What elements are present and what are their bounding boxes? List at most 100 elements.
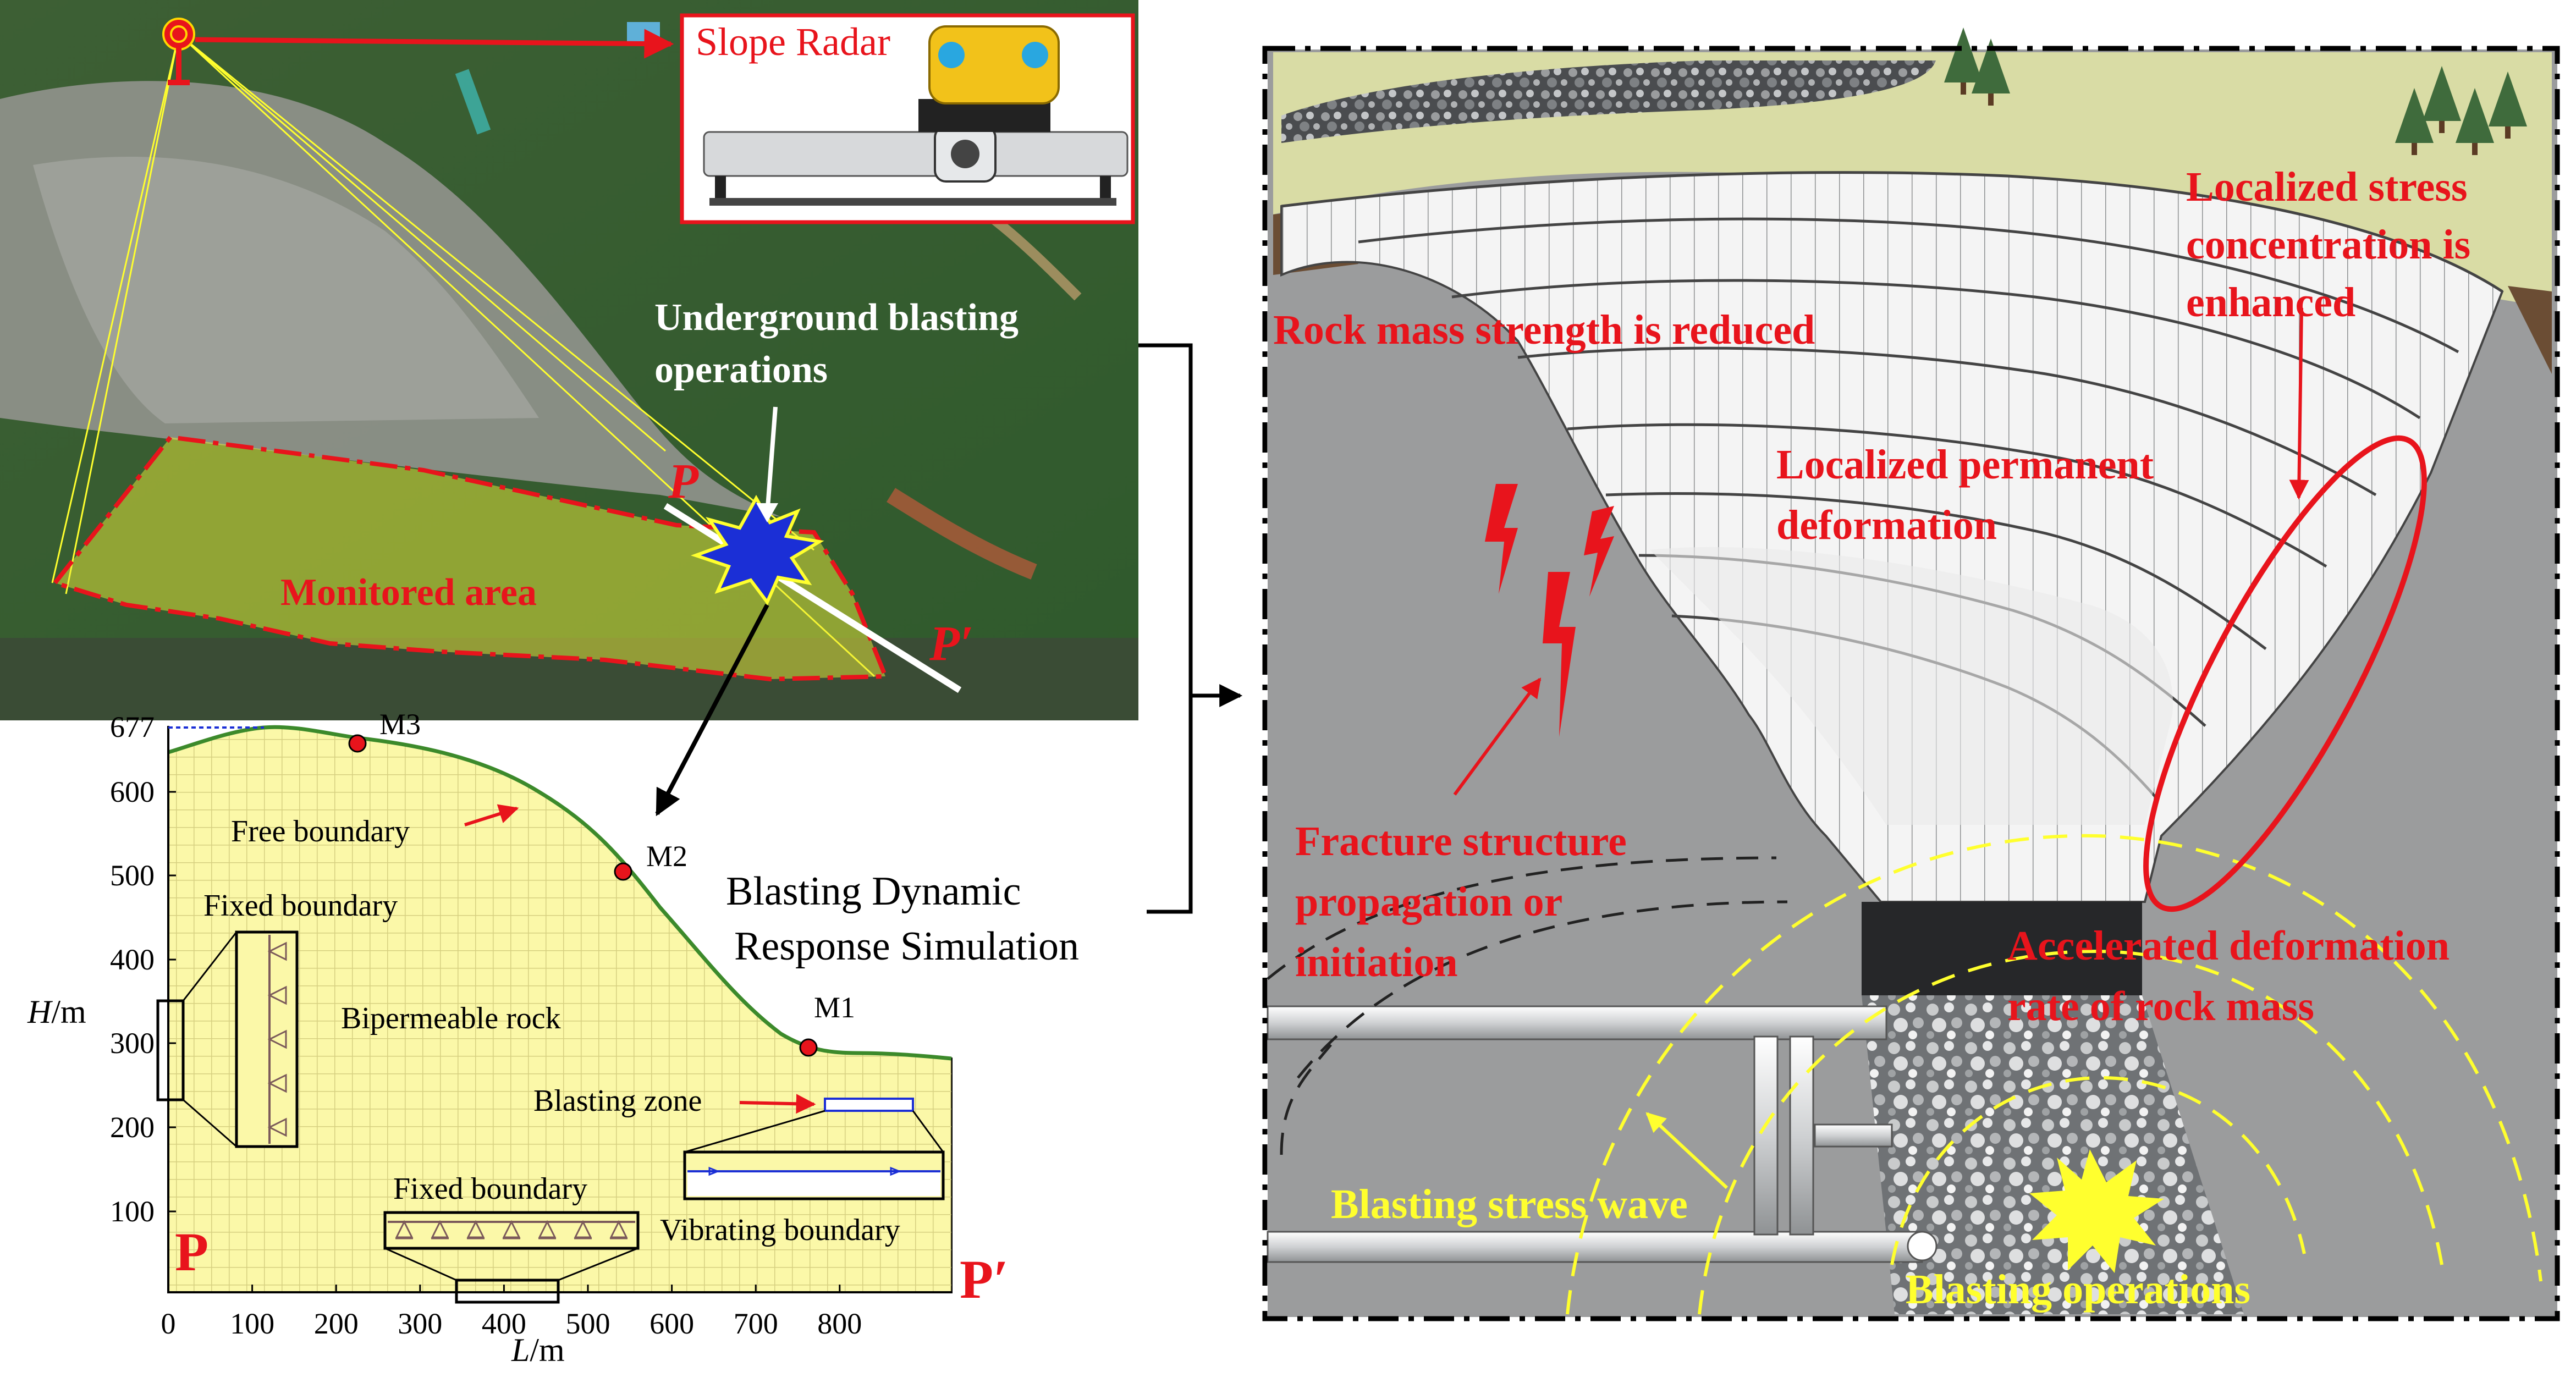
radar-device-icon (703, 25, 1129, 206)
radar-station-icon (162, 18, 195, 85)
support-symbol (502, 1220, 521, 1239)
blast-pointer (765, 406, 778, 515)
x-tick-label: 200 (314, 1307, 359, 1340)
bench-line (1451, 279, 2421, 420)
label-free-boundary: Free boundary (231, 814, 410, 848)
label-m2: M2 (646, 840, 687, 873)
bench-line (1281, 171, 2503, 293)
tree-icon (1944, 27, 1983, 82)
label-simulation-1: Blasting Dynamic (726, 869, 1021, 914)
x-tick-label: 500 (566, 1307, 610, 1340)
free-surface-line (168, 725, 952, 1061)
support-symbol (267, 1073, 287, 1093)
panel-frame (1262, 46, 2560, 1321)
label-slope-radar: Slope Radar (696, 20, 890, 64)
crack-icons (1485, 484, 1614, 737)
support-symbol (609, 1220, 628, 1239)
tree-icon (2423, 66, 2461, 121)
tree-icon (2456, 88, 2494, 143)
label-p-aerial: P (668, 454, 699, 509)
bench-line (1517, 346, 2377, 497)
y-tick-label: 500 (110, 859, 155, 892)
y-tick-label: 200 (110, 1111, 155, 1144)
x-tick-label: 800 (817, 1307, 862, 1340)
x-axis-label: L/m (511, 1332, 565, 1368)
x-tick-label: 600 (649, 1307, 694, 1340)
stress-concentration-ellipse (2143, 435, 2427, 912)
radar-arrow (195, 29, 674, 59)
numerical-model: 600 500 400 300 200 100 0 100 200 300 400 500 600 70… (27, 708, 1009, 1368)
label-stress-1: Localized stress (2186, 164, 2468, 210)
label-fracture-3: initiation (1295, 939, 1458, 985)
label-stress-3: enhanced (2186, 279, 2355, 326)
monitor-point-m1 (799, 1038, 818, 1057)
support-symbol (267, 1029, 287, 1049)
y-axis-ticks: 600 500 400 300 200 100 (110, 775, 176, 1228)
label-fracture-1: Fracture structure (1295, 818, 1627, 864)
tree-icons (1944, 27, 2527, 155)
y-tick-label: 300 (110, 1027, 155, 1060)
label-strength-reduced: Rock mass strength is reduced (1273, 307, 1815, 353)
tree-icon (2489, 71, 2527, 126)
support-symbol (431, 1220, 449, 1239)
x-tick-label: 400 (482, 1307, 526, 1340)
label-stress-2: concentration is (2186, 222, 2470, 268)
bottom-support-symbols (395, 1220, 628, 1239)
blast-star-icon (690, 494, 824, 605)
support-symbol (267, 985, 287, 1005)
mechanism-diagram: Localized stress concentration is enhanc… (1262, 27, 2560, 1321)
section-to-model-arrow (655, 604, 769, 817)
bracket-connector (1138, 343, 1243, 914)
support-symbol (538, 1220, 557, 1239)
support-symbol (574, 1220, 592, 1239)
label-m1: M1 (814, 991, 855, 1024)
label-p-prime-model: P′ (960, 1249, 1009, 1310)
monitor-point-m3 (348, 734, 367, 753)
aerial-photo: Underground blasting operations Monitore… (0, 0, 1138, 720)
left-support-symbols (267, 941, 287, 1137)
tree-icon (1972, 38, 2010, 93)
x-tick-label: 700 (734, 1307, 778, 1340)
tick-top-elevation: 677 (110, 710, 155, 743)
label-fixed-boundary-left: Fixed boundary (203, 889, 398, 923)
label-blasting-operations: Blasting operations (1906, 1266, 2250, 1313)
x-tick-label: 0 (161, 1307, 176, 1340)
y-tick-label: 100 (110, 1195, 155, 1228)
monitor-point-m2 (614, 862, 632, 881)
y-tick-label: 400 (110, 943, 155, 976)
support-symbol (466, 1220, 485, 1239)
label-permanent-1: Localized permanent (1776, 442, 2154, 488)
label-simulation-2: Response Simulation (734, 924, 1079, 969)
y-axis-label: H/m (27, 994, 86, 1030)
y-tick-label: 600 (110, 775, 155, 808)
label-underground-blasting-1: Underground blasting (654, 296, 1019, 339)
support-symbol (395, 1220, 414, 1239)
tunnels (1267, 1005, 1937, 1263)
label-accelerated-2: rate of rock mass (2007, 983, 2314, 1029)
label-stress-wave: Blasting stress wave (1331, 1181, 1688, 1227)
x-tick-label: 300 (398, 1307, 442, 1340)
support-symbol (267, 941, 287, 961)
bench-line (1605, 492, 2267, 651)
blast-star-icon-right (2029, 1149, 2164, 1273)
label-p-prime-aerial: P′ (929, 616, 973, 671)
label-blasting-zone: Blasting zone (533, 1084, 702, 1118)
label-m3: M3 (379, 708, 421, 741)
label-permanent-2: deformation (1776, 502, 1997, 548)
label-fixed-boundary-bottom: Fixed boundary (393, 1172, 587, 1206)
radar-inset: Slope Radar (680, 13, 1135, 224)
support-symbol (267, 1117, 287, 1137)
label-accelerated-1: Accelerated deformation (2007, 923, 2450, 969)
bench-line (1567, 423, 2327, 568)
label-p-model: P (175, 1221, 208, 1282)
bench-line (1358, 217, 2459, 354)
tree-icon (2395, 88, 2434, 143)
x-axis-ticks: 0 100 200 300 400 500 600 700 800 (161, 1285, 862, 1340)
label-monitored-area: Monitored area (280, 571, 537, 614)
label-vibrating-boundary: Vibrating boundary (660, 1213, 900, 1247)
x-tick-label: 100 (230, 1307, 274, 1340)
label-bipermeable-rock: Bipermeable rock (341, 1001, 561, 1035)
label-fracture-2: propagation or (1295, 879, 1562, 925)
label-underground-blasting-2: operations (654, 349, 828, 391)
